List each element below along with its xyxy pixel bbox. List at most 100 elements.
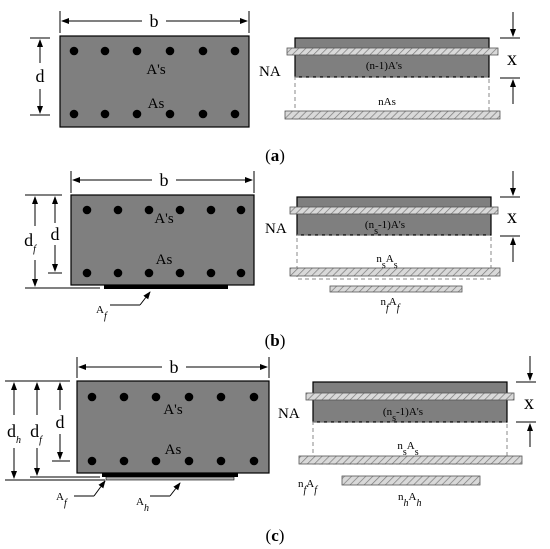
rebar (175, 205, 185, 215)
leader-arrow (169, 482, 181, 497)
bottom-steel-label: As (148, 96, 165, 112)
na-depth-label: x (507, 48, 517, 70)
rebar (87, 456, 97, 466)
caption-paren: ( (265, 146, 271, 165)
rebar (184, 456, 194, 466)
top-steel-label: A's (146, 62, 166, 78)
rebar (206, 205, 216, 215)
rebar (175, 268, 185, 278)
rebar (165, 46, 175, 56)
compression-zone (296, 196, 492, 236)
depth-label: d (56, 412, 65, 432)
frp-laminate (102, 473, 238, 477)
rebar (151, 392, 161, 402)
depth-label: d (36, 66, 45, 86)
caption-letter: b (270, 331, 279, 350)
compression-zone (294, 37, 490, 78)
rebar (69, 46, 79, 56)
top-rebar-row (69, 46, 240, 56)
caption-a: (a) (265, 146, 285, 165)
bottom-steel-label: As (165, 442, 182, 458)
rebar (144, 268, 154, 278)
top-transformed-label: (ns-1)A's (365, 219, 405, 237)
rebar (100, 46, 110, 56)
neutral-axis-label: NA (259, 64, 281, 80)
bottom-transformed-steel (298, 455, 523, 465)
rebar (216, 392, 226, 402)
hybrid-label: Ah (136, 496, 149, 514)
compression-zone (312, 381, 508, 423)
na-depth-label: x (524, 392, 534, 414)
rebar (236, 205, 246, 215)
rebar (82, 205, 92, 215)
width-label: b (160, 170, 169, 190)
panel-b: b df d A's As (24, 170, 520, 350)
rebar (87, 392, 97, 402)
caption-b: (b) (265, 331, 286, 350)
depth-label: d (51, 224, 60, 244)
na-depth-label: x (507, 206, 517, 228)
rebar (82, 268, 92, 278)
top-transformed-steel (289, 206, 499, 215)
concrete-section (59, 35, 250, 128)
rebar (119, 456, 129, 466)
hybrid-depth-label: dh (7, 421, 21, 446)
hybrid-transformed-label: nhAh (398, 491, 421, 509)
rebar (132, 109, 142, 119)
neutral-axis-label: NA (265, 221, 287, 237)
leader-arrow (139, 291, 151, 306)
neutral-axis-label: NA (278, 406, 300, 422)
rebar (249, 392, 259, 402)
caption-paren: ( (265, 331, 271, 350)
frp-transformed (329, 285, 463, 293)
concrete-section (76, 380, 270, 474)
frp-transformed-label: nfAf (298, 478, 318, 496)
bottom-transformed-steel (284, 110, 501, 120)
width-label: b (170, 357, 179, 377)
panel-a: b d A's As (n-1)A (30, 11, 520, 165)
caption-letter: a (271, 146, 280, 165)
rebar (69, 109, 79, 119)
bottom-rebar-row (82, 268, 246, 278)
bottom-rebar-row (87, 456, 259, 466)
top-transformed-label: (n-1)A's (366, 60, 402, 72)
bottom-transformed-label: nsAs (376, 253, 397, 271)
rebar (249, 456, 259, 466)
top-transformed-label: (ns-1)A's (383, 406, 423, 424)
rebar (100, 109, 110, 119)
frp-transformed-label: nfAf (380, 296, 400, 314)
rebar (151, 456, 161, 466)
caption-letter: c (271, 526, 279, 545)
rebar (144, 205, 154, 215)
frp-laminate (104, 285, 228, 289)
rebar (119, 392, 129, 402)
frp-depth-label: df (30, 421, 43, 446)
bottom-steel-label: As (156, 252, 173, 268)
top-rebar-row (82, 205, 246, 215)
rebar (206, 268, 216, 278)
caption-paren: ( (266, 526, 272, 545)
caption-paren: ) (279, 526, 285, 545)
rebar (198, 109, 208, 119)
bottom-rebar-row (69, 109, 240, 119)
caption-c: (c) (266, 526, 285, 545)
rebar (236, 268, 246, 278)
top-steel-label: A's (154, 211, 174, 227)
rebar (132, 46, 142, 56)
top-rebar-row (87, 392, 259, 402)
leader-arrow (93, 480, 106, 497)
rebar (113, 268, 123, 278)
frp-label: Af (96, 304, 108, 322)
width-label: b (150, 11, 159, 31)
bottom-transformed-label: nsAs (397, 440, 418, 458)
caption-paren: ) (280, 331, 286, 350)
rebar (216, 456, 226, 466)
rebar (198, 46, 208, 56)
top-transformed-steel (286, 47, 499, 56)
frp-depth-label: df (24, 230, 37, 255)
caption-paren: ) (279, 146, 285, 165)
bottom-transformed-label: nAs (378, 96, 396, 108)
frp-label: Af (56, 491, 68, 509)
